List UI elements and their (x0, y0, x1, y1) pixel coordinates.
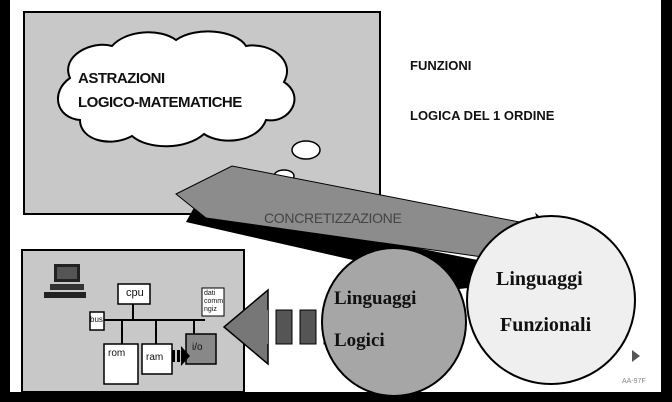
bus-label: bus (90, 315, 103, 324)
label-funzioni: FUNZIONI (410, 58, 472, 73)
rom-box (103, 343, 139, 385)
arrow-label: CONCRETIZZAZIONE (264, 210, 402, 226)
cpu-box (117, 283, 151, 305)
funzionali-circle (466, 215, 636, 385)
computer-icon (44, 264, 86, 298)
logici-circle (321, 247, 467, 397)
ram-box (141, 343, 173, 375)
corner-mark: AA-97F (622, 378, 646, 385)
cloud-line-1: ASTRAZIONI (78, 70, 165, 87)
data-label-1: dati (204, 290, 216, 297)
ram-io-arrow (172, 346, 190, 366)
logici-label-1: Linguaggi (334, 288, 417, 309)
logici-label-2: Logici (334, 330, 385, 351)
thought-cloud (57, 30, 296, 148)
funzionali-label-2: Funzionali (500, 314, 592, 336)
cpu-label: cpu (126, 287, 144, 299)
corner-marker-icon (632, 350, 640, 362)
cloud-line-2: LOGICO-MATEMATICHE (78, 94, 242, 111)
data-label-2: comm (204, 298, 224, 305)
io-label: i/o (192, 342, 203, 353)
funzionali-label-1: Linguaggi (496, 268, 583, 290)
ram-label: ram (146, 352, 164, 363)
data-box (201, 287, 225, 317)
io-box (185, 333, 217, 365)
rom-label: rom (108, 348, 126, 359)
bus-box (89, 311, 105, 331)
thought-dot-large (291, 140, 321, 160)
label-logica: LOGICA DEL 1 ORDINE (410, 108, 555, 123)
data-label-3: ngiz (204, 306, 217, 313)
